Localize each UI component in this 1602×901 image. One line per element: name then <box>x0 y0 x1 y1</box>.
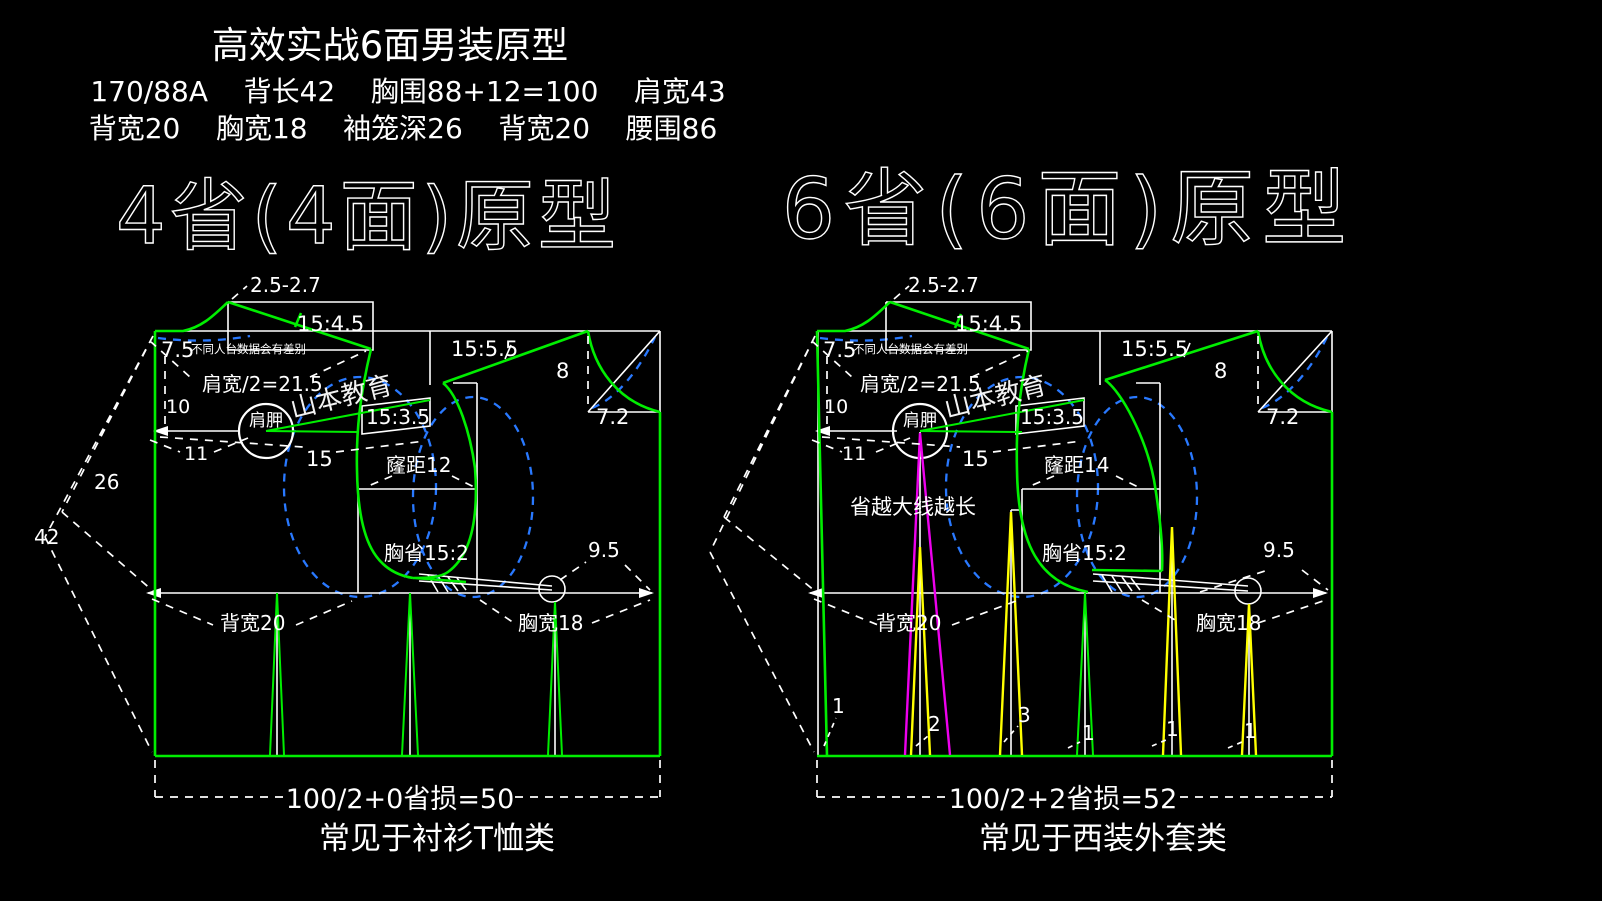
label-chest-width: 胸宽18 <box>1196 611 1261 635</box>
label-d42: 42 <box>34 525 59 549</box>
label-note-value: 7.5 <box>161 338 194 362</box>
header: 高效实战6面男装原型 170/88A 背长42 胸围88+12=100 肩宽43… <box>89 24 1354 263</box>
label-scapula-dart-gauge: 15:3.5 <box>366 405 430 429</box>
spec-line-2: 背宽20 胸宽18 袖笼深26 背宽20 腰围86 <box>89 112 718 145</box>
dart-mark-5: 1 <box>1166 717 1179 741</box>
chest-line-arrow-right <box>1313 588 1328 598</box>
page-title: 高效实战6面男装原型 <box>212 24 569 67</box>
dart-mark-1: 1 <box>832 694 845 718</box>
label-front-shoulder-gauge: 15:5.5 <box>1121 337 1188 361</box>
right-heading: 6省(6面)原型 <box>782 160 1354 258</box>
label-scapula-dart-gauge: 15:3.5 <box>1020 405 1084 429</box>
label-note-text: 不同人台数据会有差别 <box>853 342 968 356</box>
label-d26: 26 <box>94 470 119 494</box>
dart-mark-pointers <box>823 717 1243 749</box>
label-d15: 15 <box>306 447 333 471</box>
front-neck-template-curve <box>591 336 657 410</box>
dart-mark-4: 1 <box>1082 721 1095 745</box>
bust-point-circle <box>538 575 566 603</box>
back-shoulder-notch <box>293 312 303 328</box>
chest-line-arrow-left <box>808 588 823 598</box>
scapula-dart-legs <box>919 399 1085 433</box>
armhole-template-circle-front <box>1075 395 1199 599</box>
label-d95: 9.5 <box>588 538 620 562</box>
front-shoulder-notch <box>504 344 512 360</box>
construction-lines <box>810 301 1333 755</box>
pattern-outline <box>815 300 1334 758</box>
label-note-text: 不同人台数据会有差别 <box>191 342 306 356</box>
label-note-value: 7.5 <box>823 338 856 362</box>
label-dart-note: 省越大线越长 <box>850 495 976 519</box>
label-chest-dart: 胸省15:2 <box>384 541 469 565</box>
side-dart-legs <box>1076 592 1094 756</box>
label-d10: 10 <box>824 396 848 418</box>
label-chest-dart: 胸省15:2 <box>1042 541 1127 565</box>
label-neck-depth: 8 <box>556 359 569 383</box>
hem-formula: 100/2+0省损=50 <box>286 784 515 815</box>
label-neck-width: 7.2 <box>596 405 629 429</box>
back-shoulder-notch <box>953 313 963 329</box>
left-diagram: 2.5-2.7 15:4.5 7.5 不同人台数据会有差别 肩宽/2=21.5 … <box>34 273 662 857</box>
label-d11: 11 <box>842 443 866 465</box>
dart-mark-6: 1 <box>1244 719 1257 743</box>
label-back-shoulder-gauge: 15:4.5 <box>955 312 1022 336</box>
label-back-width: 背宽20 <box>220 611 285 635</box>
scapula-line-arrow <box>815 426 830 436</box>
label-front-shoulder-gauge: 15:5.5 <box>451 337 518 361</box>
armhole-curve <box>1015 348 1164 594</box>
label-back-shoulder-gauge: 15:4.5 <box>297 312 364 336</box>
label-back-width: 背宽20 <box>876 611 941 635</box>
right-diagram: 2.5-2.7 15:4.5 7.5 不同人台数据会有差别 肩宽/2=21.5 … <box>709 273 1334 857</box>
label-d11: 11 <box>184 443 208 465</box>
usage-note: 常见于西装外套类 <box>979 821 1227 857</box>
left-heading: 4省(4面)原型 <box>116 172 620 262</box>
label-neck-depth: 8 <box>1214 359 1227 383</box>
label-scapula: 肩胛 <box>249 411 283 431</box>
construction-lines <box>148 301 661 755</box>
back-neck-template-curve <box>157 334 251 342</box>
scapula-line-arrow <box>153 426 168 436</box>
usage-note: 常见于衬衫T恤类 <box>319 821 555 857</box>
label-neck-raise: 2.5-2.7 <box>908 273 979 297</box>
armhole-template-circle-front <box>411 395 535 599</box>
dart-mark-2: 2 <box>928 712 941 736</box>
label-neck-raise: 2.5-2.7 <box>250 273 321 297</box>
label-armhole-width: 窿距12 <box>386 453 451 477</box>
spec-line-1: 170/88A 背长42 胸围88+12=100 肩宽43 <box>90 75 725 108</box>
label-chest-width: 胸宽18 <box>518 611 583 635</box>
chest-line-arrow-right <box>639 588 654 598</box>
hem-formula: 100/2+2省损=52 <box>949 784 1178 815</box>
label-d10: 10 <box>166 396 190 418</box>
chest-dart-hatching <box>1101 574 1141 593</box>
armhole-curve <box>355 348 478 584</box>
dimension-lines <box>709 285 1333 798</box>
armhole-template-circle-back <box>282 375 438 599</box>
scapula-dart-legs <box>265 399 431 433</box>
scapula-dart-magenta <box>903 432 952 756</box>
front-neck-template-curve <box>1261 336 1329 410</box>
waist-darts-yellow <box>909 511 1258 756</box>
label-armhole-width: 窿距14 <box>1044 453 1109 477</box>
pattern-outline <box>153 300 662 758</box>
waist-dart-legs <box>269 592 563 756</box>
dimension-lines <box>44 285 661 798</box>
chest-dart-hatching <box>427 574 467 593</box>
label-shoulder-width: 肩宽/2=21.5 <box>202 372 323 396</box>
label-shoulder-width: 肩宽/2=21.5 <box>860 372 981 396</box>
label-d15: 15 <box>962 447 989 471</box>
label-scapula: 肩胛 <box>903 411 937 431</box>
label-d95: 9.5 <box>1263 538 1295 562</box>
back-neck-template-curve <box>819 334 913 342</box>
label-neck-width: 7.2 <box>1266 405 1299 429</box>
dart-mark-3: 3 <box>1018 703 1031 727</box>
chest-line-arrow-left <box>146 588 161 598</box>
